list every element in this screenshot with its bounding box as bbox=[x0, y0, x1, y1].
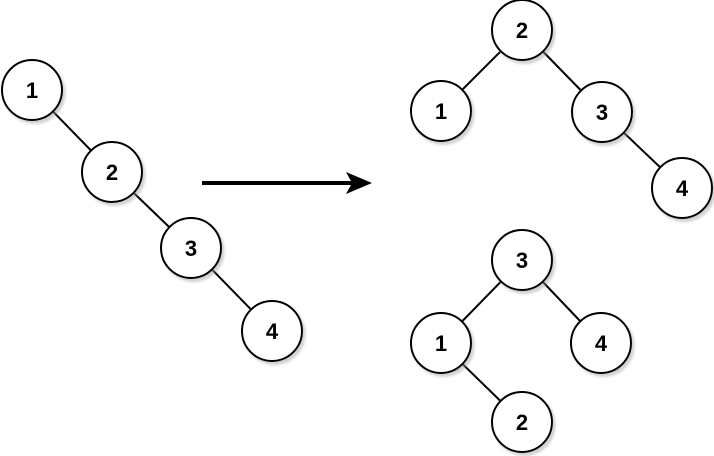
transform-arrow bbox=[202, 172, 372, 194]
tree-node-label: 1 bbox=[435, 99, 447, 124]
tree-node: 1 bbox=[410, 312, 472, 374]
tree-node-label: 1 bbox=[435, 331, 447, 356]
tree-node-circle bbox=[571, 81, 633, 143]
tree-node: 2 bbox=[81, 141, 143, 203]
tree-node-circle bbox=[160, 217, 222, 279]
tree-node-label: 4 bbox=[266, 319, 279, 344]
tree-node-label: 3 bbox=[596, 100, 608, 125]
tree-node-circle bbox=[570, 312, 632, 374]
tree-node-label: 1 bbox=[26, 78, 38, 103]
tree-node-circle bbox=[241, 300, 303, 362]
tree-node-circle bbox=[1, 59, 63, 121]
input-skewed-tree: 1 2 3 4 bbox=[1, 59, 303, 362]
tree-node: 2 bbox=[491, 391, 553, 453]
tree-node-label: 2 bbox=[516, 410, 528, 435]
tree-node-circle bbox=[491, 391, 553, 453]
tree-node: 4 bbox=[241, 300, 303, 362]
tree-node-circle bbox=[410, 312, 472, 374]
tree-node: 1 bbox=[410, 80, 472, 142]
tree-node-circle bbox=[491, 229, 553, 291]
tree-node-circle bbox=[651, 157, 713, 219]
tree-node: 4 bbox=[651, 157, 713, 219]
arrow-head-icon bbox=[346, 172, 372, 194]
tree-node-label: 4 bbox=[676, 176, 689, 201]
tree-node-circle bbox=[491, 0, 553, 61]
tree-node-label: 3 bbox=[185, 236, 197, 261]
tree-node-label: 2 bbox=[106, 160, 118, 185]
tree-node: 3 bbox=[571, 81, 633, 143]
tree-node: 3 bbox=[160, 217, 222, 279]
tree-node: 3 bbox=[491, 229, 553, 291]
tree-node: 1 bbox=[1, 59, 63, 121]
output-balanced-tree-bottom: 3 1 4 2 bbox=[410, 229, 632, 453]
output-balanced-tree-top: 2 1 3 4 bbox=[410, 0, 713, 219]
tree-node-label: 3 bbox=[516, 248, 528, 273]
tree-node-circle bbox=[410, 80, 472, 142]
tree-node-label: 4 bbox=[595, 331, 608, 356]
tree-node: 2 bbox=[491, 0, 553, 61]
tree-node-label: 2 bbox=[516, 18, 528, 43]
tree-node-circle bbox=[81, 141, 143, 203]
tree-node: 4 bbox=[570, 312, 632, 374]
